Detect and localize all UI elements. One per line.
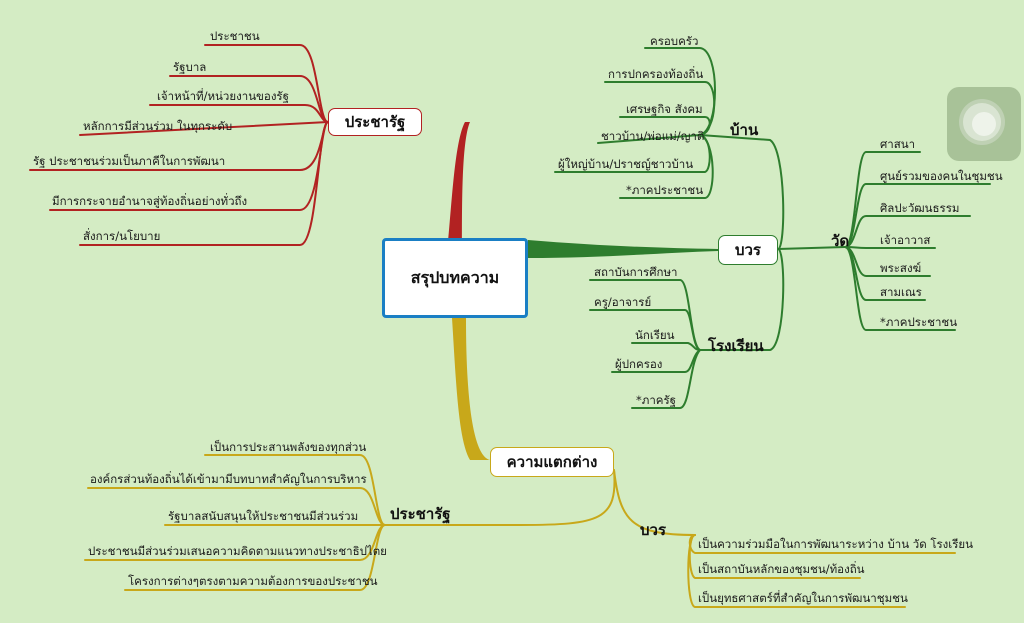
wat-item[interactable]: ศาสนา: [880, 137, 916, 151]
wat-item[interactable]: ศูนย์รวมของคนในชุมชน: [880, 169, 1003, 183]
assistive-touch-button[interactable]: [947, 87, 1021, 161]
school-item[interactable]: สถาบันการศึกษา: [594, 265, 678, 279]
red-item[interactable]: รัฐ ประชาชนร่วมเป็นภาคีในการพัฒนา: [33, 154, 226, 168]
ban-item[interactable]: การปกครองท้องถิ่น: [608, 67, 704, 81]
diff-pracharat-item[interactable]: ประชาชนมีส่วนร่วมเสนอความคิดตามแนวทางประ…: [88, 544, 387, 558]
ban-item[interactable]: ผู้ใหญ่บ้าน/ปราชญ์ชาวบ้าน: [558, 157, 694, 171]
subtopic-diff-bowon[interactable]: บวร: [640, 521, 667, 539]
subtopic-school[interactable]: โรงเรียน: [708, 337, 764, 355]
subtopic-diff-pracharat[interactable]: ประชารัฐ: [390, 505, 451, 523]
red-item[interactable]: ประชาชน: [210, 29, 260, 43]
ban-item[interactable]: *ภาคประชาชน: [626, 183, 704, 197]
school-item[interactable]: *ภาครัฐ: [636, 393, 677, 407]
wat-item[interactable]: พระสงฆ์: [880, 261, 922, 275]
school-item[interactable]: ครู/อาจารย์: [594, 295, 652, 309]
red-item[interactable]: รัฐบาล: [173, 60, 207, 74]
wat-item[interactable]: เจ้าอาวาส: [880, 233, 931, 247]
red-item[interactable]: เจ้าหน้าที่/หน่วยงานของรัฐ: [157, 89, 289, 103]
red-item[interactable]: สั่งการ/นโยบาย: [83, 229, 161, 243]
wat-item[interactable]: *ภาคประชาชน: [880, 315, 958, 329]
wat-item[interactable]: ศิลปะวัฒนธรรม: [880, 201, 960, 215]
diff-pracharat-item[interactable]: เป็นการประสานพลังของทุกส่วน: [210, 440, 367, 454]
red-item[interactable]: หลักการมีส่วนร่วม ในทุกระดับ: [83, 119, 233, 133]
central-topic[interactable]: สรุปบทความ: [382, 238, 528, 318]
ban-item[interactable]: เศรษฐกิจ สังคม: [626, 102, 703, 116]
diff-bowon-item[interactable]: เป็นยุทธศาสตร์ที่สำคัญในการพัฒนาชุมชน: [698, 591, 908, 605]
home-dot-icon: [972, 112, 996, 136]
subtopic-ban[interactable]: บ้าน: [730, 121, 759, 139]
ban-item[interactable]: ครอบครัว: [650, 34, 699, 48]
red-item[interactable]: มีการกระจายอำนาจสู่ท้องถิ่นอย่างทั่วถึง: [52, 194, 248, 208]
diff-bowon-item[interactable]: เป็นสถาบันหลักของชุมชน/ท้องถิ่น: [698, 562, 865, 576]
diff-pracharat-item[interactable]: องค์กรส่วนท้องถิ่นได้เข้ามามีบทบาทสำคัญใ…: [90, 472, 367, 486]
school-item[interactable]: นักเรียน: [635, 328, 675, 342]
ban-item[interactable]: ชาวบ้าน/พ่อแม่/ญาติ: [601, 129, 705, 143]
diff-bowon-item[interactable]: เป็นความร่วมมือในการพัฒนาระหว่าง บ้าน วั…: [698, 537, 973, 551]
topic-bowon[interactable]: บวร: [718, 235, 778, 265]
school-item[interactable]: ผู้ปกครอง: [615, 357, 663, 371]
topic-difference[interactable]: ความแตกต่าง: [490, 447, 614, 477]
subtopic-wat[interactable]: วัด: [831, 232, 850, 250]
topic-pracharat[interactable]: ประชารัฐ: [328, 108, 422, 136]
wat-item[interactable]: สามเณร: [880, 285, 922, 299]
diff-pracharat-item[interactable]: โครงการต่างๆตรงตามความต้องการของประชาชน: [128, 574, 378, 588]
diff-pracharat-item[interactable]: รัฐบาลสนับสนุนให้ประชาชนมีส่วนร่วม: [168, 509, 359, 523]
